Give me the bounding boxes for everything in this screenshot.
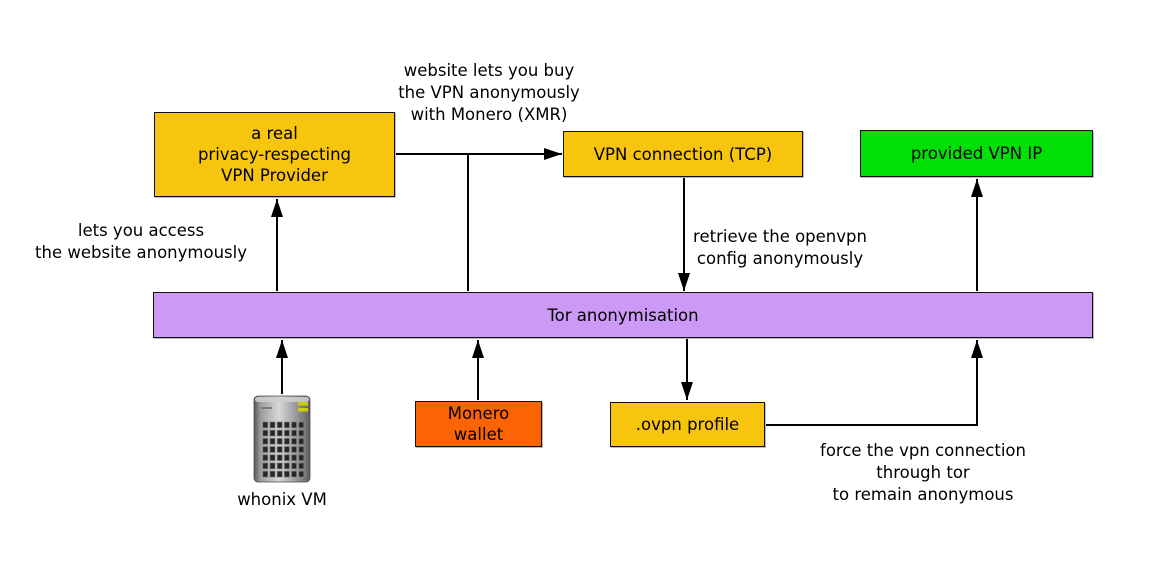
annotation-buy-vpn: website lets you buy the VPN anonymously… — [398, 61, 580, 124]
node-provided-vpn-ip: provided VPN IP — [860, 130, 1093, 177]
annotation-access-website: lets you access the website anonymously — [35, 221, 247, 262]
edge-ovpn-to-tor — [766, 340, 983, 426]
node-whonix-vm-label: whonix VM — [237, 490, 327, 509]
node-monero-wallet: Monero wallet — [415, 401, 542, 447]
node-ovpn-profile: .ovpn profile — [610, 402, 765, 447]
node-vpn-provider: a real privacy-respecting VPN Provider — [154, 112, 395, 197]
server-tower-icon — [253, 394, 311, 484]
node-tor-anonymisation: Tor anonymisation — [153, 292, 1093, 338]
annotation-retrieve-config: retrieve the openvpn config anonymously — [693, 227, 867, 268]
node-vpn-connection: VPN connection (TCP) — [563, 131, 803, 177]
annotation-force-through-tor: force the vpn connection through tor to … — [820, 441, 1026, 504]
